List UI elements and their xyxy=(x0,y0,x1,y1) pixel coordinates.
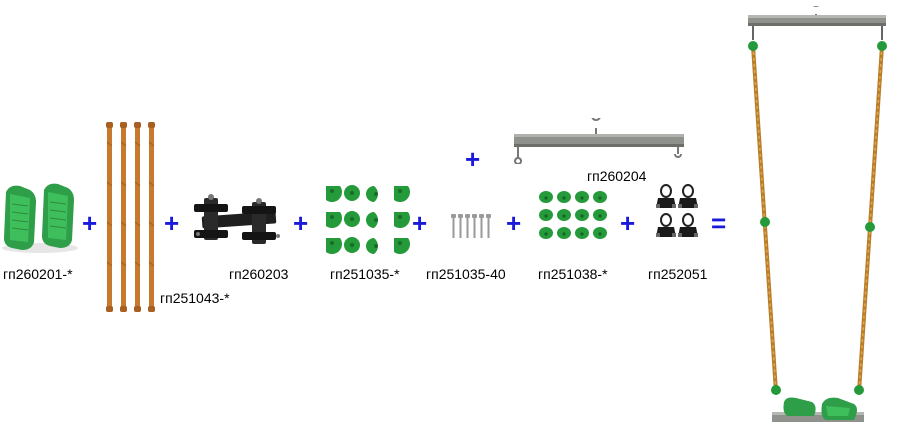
part-label-bolts: гп251035-40 xyxy=(426,266,506,282)
part-label-large-holds: гп251035-* xyxy=(330,266,400,282)
plus-operator-4: + xyxy=(412,208,428,238)
plus-operator-1: + xyxy=(82,208,98,238)
shackles-image xyxy=(654,184,702,246)
part-label-bracket: гп260203 xyxy=(229,266,289,282)
plus-operator-3: + xyxy=(293,208,309,238)
part-label-ropes: гп251043-* xyxy=(160,290,230,306)
large-holds-image xyxy=(324,182,414,260)
bolts-image xyxy=(450,214,496,240)
part-label-shackles: гп252051 xyxy=(648,266,708,282)
small-holds-image xyxy=(538,190,612,242)
plus-operator-5: + xyxy=(506,208,522,238)
rope-set-image xyxy=(104,122,158,312)
bracket-image xyxy=(190,192,285,250)
plus-operator-2: + xyxy=(164,208,180,238)
top-bar-image xyxy=(510,118,686,164)
plus-operator-top: + xyxy=(465,144,481,174)
equals-operator: = xyxy=(711,208,727,238)
part-label-small-holds: гп251038-* xyxy=(538,266,608,282)
part-label-top-bar: гп260204 xyxy=(587,168,647,184)
assembled-swing-image xyxy=(744,6,892,430)
plus-operator-6: + xyxy=(620,208,636,238)
seat-pair-image xyxy=(0,180,80,255)
part-label-seats: гп260201-* xyxy=(3,266,73,282)
